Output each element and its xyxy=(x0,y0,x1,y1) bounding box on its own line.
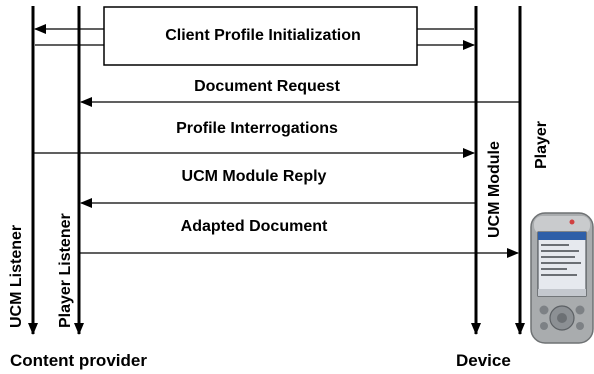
player-listener-label: Player Listener xyxy=(57,213,74,328)
ucm-listener-label: UCM Listener xyxy=(8,225,25,328)
content-provider-label: Content provider xyxy=(10,351,147,370)
document-request-label: Document Request xyxy=(194,78,340,95)
init-box-label: Client Profile Initialization xyxy=(165,27,361,44)
adapted-document-label: Adapted Document xyxy=(181,218,328,235)
device-label: Device xyxy=(456,351,511,370)
pda-device-icon xyxy=(530,212,594,344)
profile-interrogations-label: Profile Interrogations xyxy=(176,120,338,137)
ucm-module-reply-label: UCM Module Reply xyxy=(182,168,327,185)
ucm-module-label: UCM Module xyxy=(486,141,503,238)
player-label: Player xyxy=(533,121,550,169)
init-box xyxy=(103,6,418,66)
